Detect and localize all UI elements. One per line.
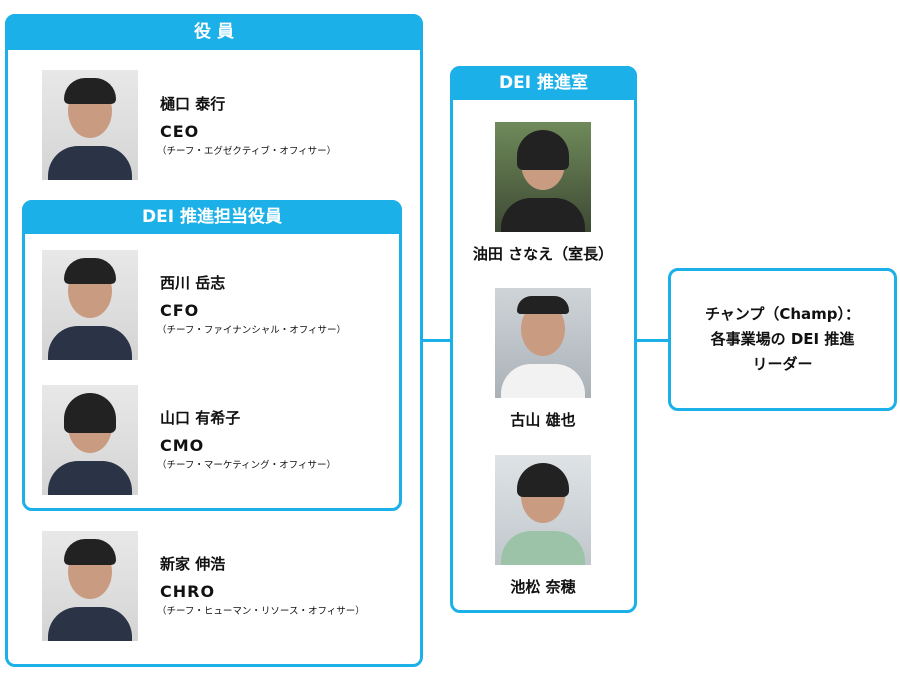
person-name: 樋口 泰行 [160, 95, 226, 113]
role-description: （チーフ・ファイナンシャル・オフィサー） [157, 325, 347, 336]
member-name: 油田 さなえ（室長） [472, 245, 614, 263]
person-name: 西川 岳志 [160, 274, 226, 292]
person-role: CEO [160, 122, 200, 141]
portrait-photo [42, 70, 138, 180]
member-name: 池松 奈穂 [510, 578, 576, 596]
champ-box: チャンプ（Champ）： 各事業場の DEI 推進 リーダー [668, 268, 897, 411]
role-description: （チーフ・エグゼクティブ・オフィサー） [157, 146, 337, 157]
member-photo [495, 455, 591, 565]
member-photo [495, 288, 591, 398]
champ-text: 各事業場の DEI 推進 [710, 330, 855, 348]
dei-officers-header: DEI 推進担当役員 [22, 200, 402, 234]
portrait-photo [42, 531, 138, 641]
role-description: （チーフ・マーケティング・オフィサー） [157, 460, 336, 471]
champ-text: リーダー [752, 355, 813, 373]
role-description: （チーフ・ヒューマン・リソース・オフィサー） [157, 606, 365, 617]
portrait-photo [42, 250, 138, 360]
member-photo [495, 122, 591, 232]
connector-line [634, 339, 670, 342]
person-name: 新家 伸浩 [160, 555, 226, 573]
person-role: CHRO [160, 582, 216, 601]
portrait-photo [42, 385, 138, 495]
person-name: 山口 有希子 [160, 409, 241, 427]
champ-text: チャンプ（Champ）： [704, 305, 861, 323]
connector-line [400, 339, 452, 342]
member-name: 古山 雄也 [510, 411, 576, 429]
person-role: CFO [160, 301, 200, 320]
person-role: CMO [160, 436, 205, 455]
dei-office-header: DEI 推進室 [450, 66, 637, 100]
executives-header: 役 員 [5, 14, 423, 50]
